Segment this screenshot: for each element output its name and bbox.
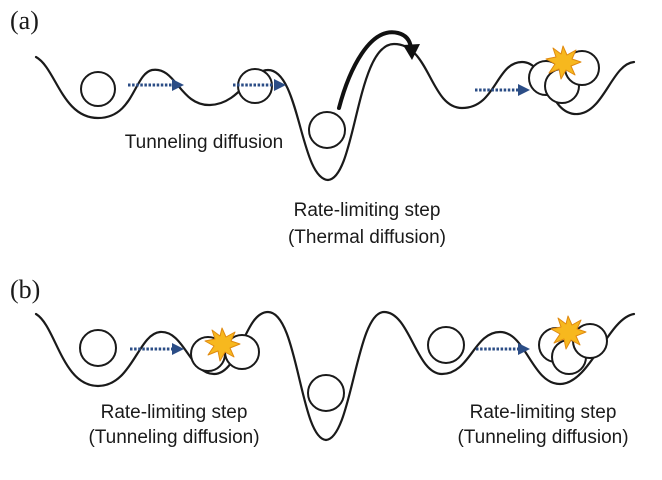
panel-a-caption-rate-limiting: Rate-limiting step bbox=[294, 200, 441, 221]
panel-b: (b) Rate-limiting step (Tunneling diffus… bbox=[10, 275, 636, 448]
panel-a-tunnel-arrow-1 bbox=[128, 79, 184, 91]
panel-a-label: (a) bbox=[10, 6, 39, 35]
panel-a: (a) Tunneling diffusion Rate-lim bbox=[10, 6, 636, 248]
panel-a-tunnel-arrow-3 bbox=[475, 84, 530, 96]
panel-b-reacting-cluster-right bbox=[538, 315, 608, 375]
panel-b-caption-right-rate-limiting: Rate-limiting step bbox=[470, 402, 617, 423]
panel-b-reacting-cluster-left bbox=[190, 327, 260, 372]
panel-a-caption-thermal: (Thermal diffusion) bbox=[288, 227, 446, 248]
panel-b-atom-2 bbox=[427, 326, 465, 364]
panel-a-caption-tunneling: Tunneling diffusion bbox=[125, 132, 283, 153]
panel-b-caption-left-rate-limiting: Rate-limiting step bbox=[101, 402, 248, 423]
panel-b-tunnel-arrow-1 bbox=[130, 343, 184, 355]
panel-a-tunnel-arrow-2 bbox=[233, 79, 286, 91]
panel-a-reacting-cluster bbox=[528, 45, 600, 104]
panel-a-atom-1 bbox=[80, 71, 116, 107]
panel-b-caption-right-tunneling: (Tunneling diffusion) bbox=[457, 427, 628, 448]
panel-b-atom-1 bbox=[79, 329, 117, 367]
panel-b-caption-left-tunneling: (Tunneling diffusion) bbox=[88, 427, 259, 448]
panel-a-atom-trapped bbox=[308, 111, 346, 149]
panel-b-atom-trapped bbox=[307, 374, 345, 412]
thermal-hop-arrow-icon bbox=[337, 30, 420, 110]
panel-b-tunnel-arrow-2 bbox=[476, 343, 530, 355]
panel-b-label: (b) bbox=[10, 275, 40, 304]
